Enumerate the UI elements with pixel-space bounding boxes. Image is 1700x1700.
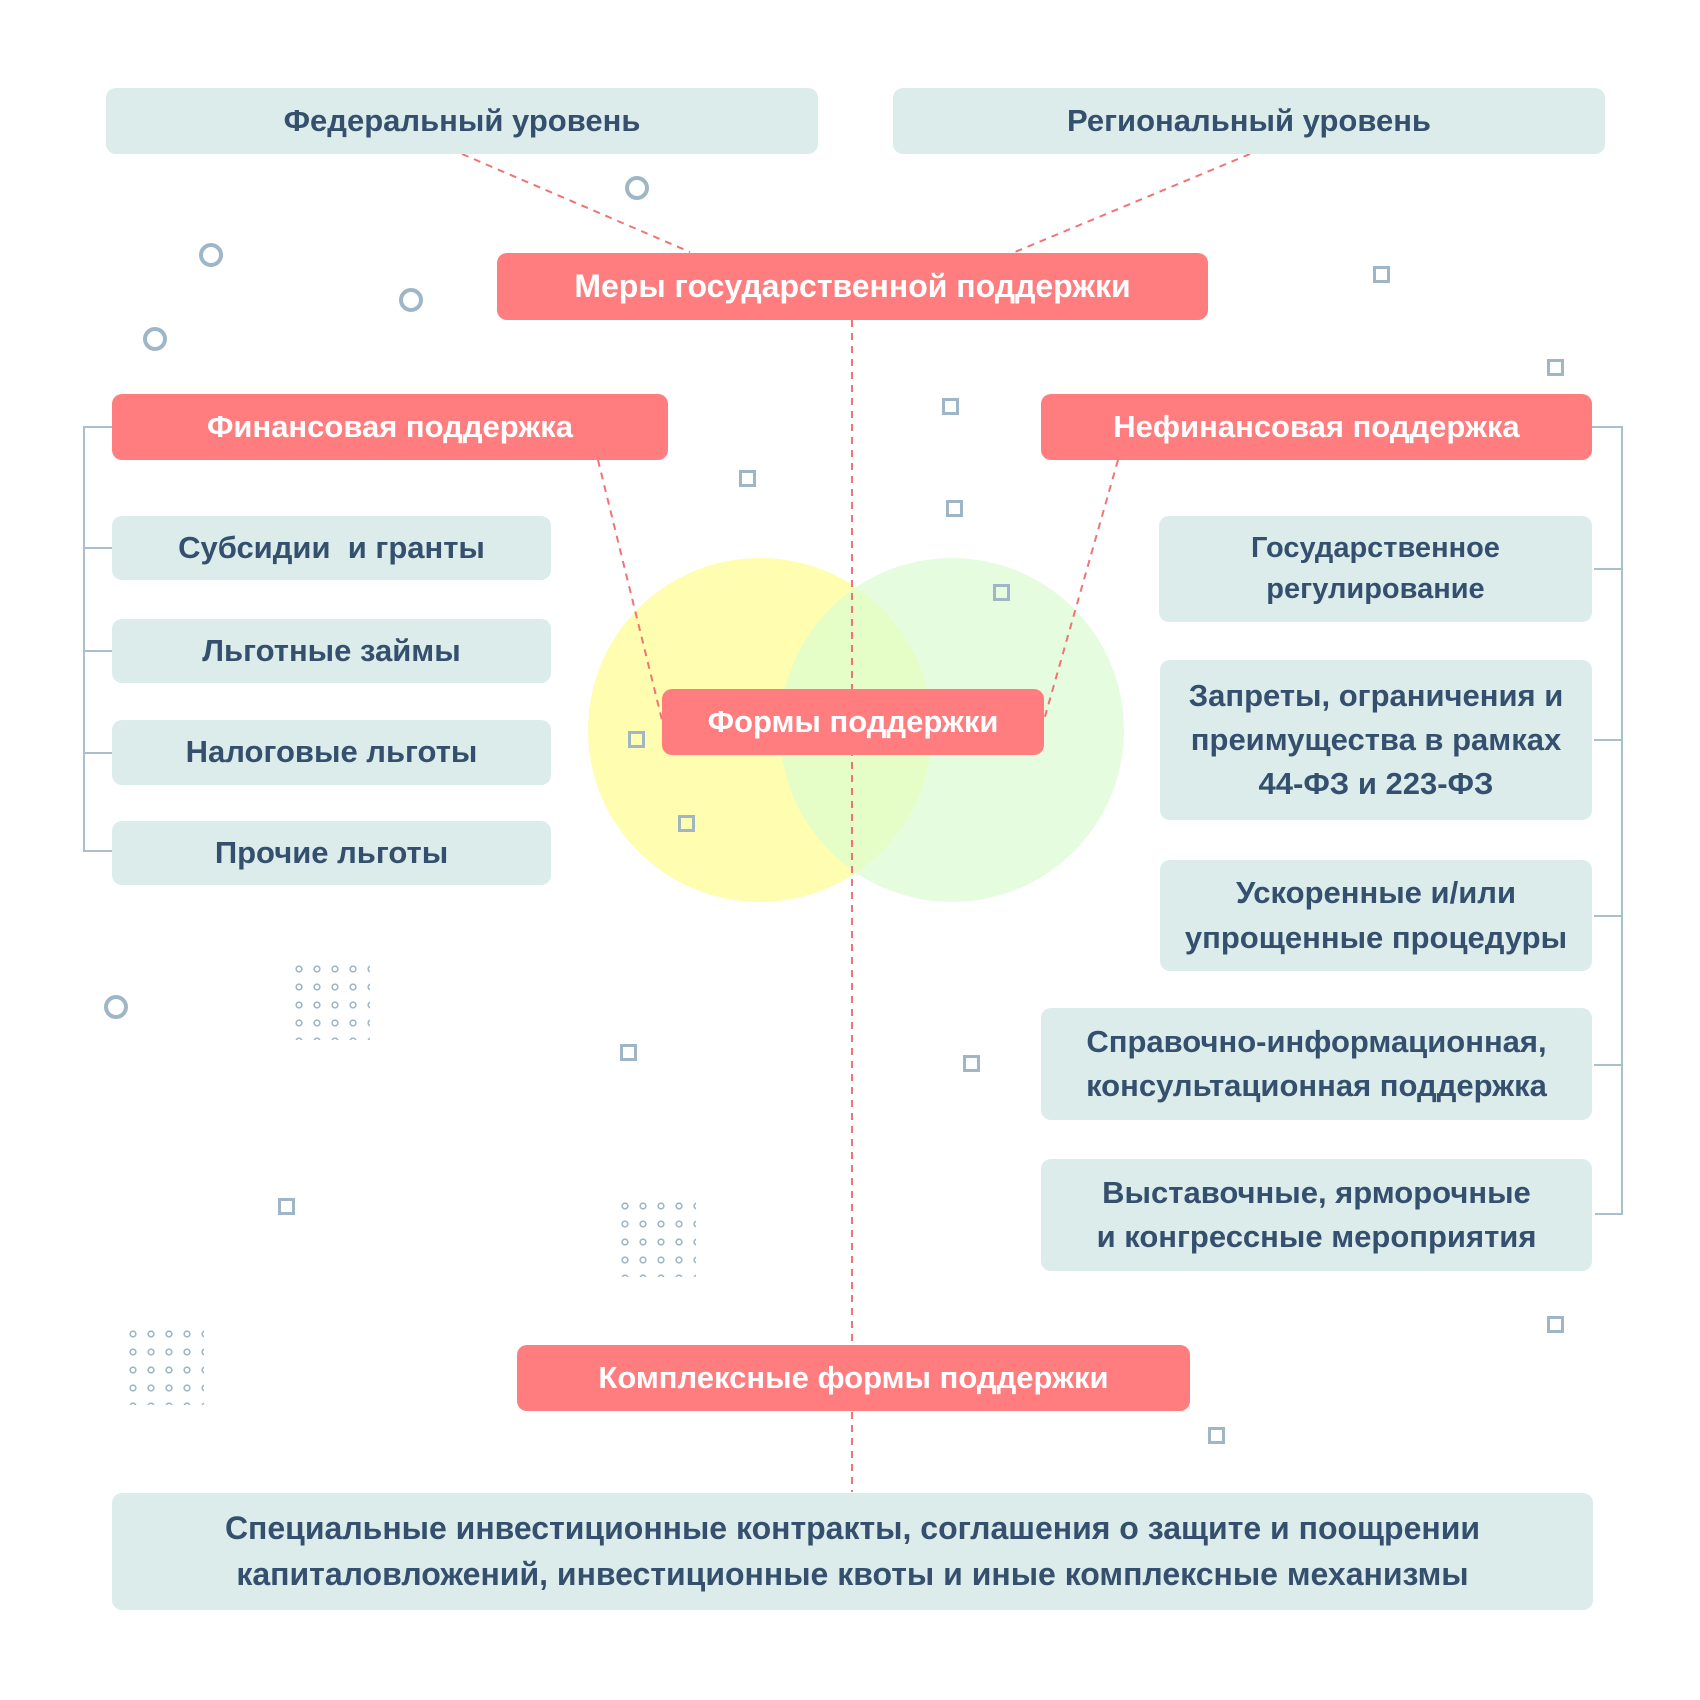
connector-federal-root [461, 153, 691, 253]
square-decoration [1547, 359, 1564, 376]
nonfinancial-item: Ускоренные и/или упрощенные процедуры [1160, 860, 1592, 971]
square-decoration [942, 398, 959, 415]
financial-item: Прочие льготы [112, 821, 551, 885]
financial-item: Налоговые льготы [112, 720, 551, 785]
ring-decoration [143, 327, 167, 351]
dot-grid-decoration [616, 1197, 696, 1277]
financial-support-header: Финансовая поддержка [112, 394, 668, 460]
square-decoration [739, 470, 756, 487]
square-decoration [993, 584, 1010, 601]
connector-nonfinancial-center [1043, 459, 1119, 721]
nonfinancial-support-header: Нефинансовая поддержка [1041, 394, 1592, 460]
complex-support-description: Специальные инвестиционные контракты, со… [112, 1493, 1593, 1610]
dot-grid-decoration [124, 1325, 204, 1405]
ring-decoration [199, 243, 223, 267]
nonfinancial-item: Справочно-информационная, консультационн… [1041, 1008, 1592, 1120]
support-forms-center-box: Формы поддержки [662, 689, 1044, 755]
square-decoration [678, 815, 695, 832]
nonfinancial-item: Запреты, ограничения и преимущества в ра… [1160, 660, 1592, 820]
square-decoration [1373, 266, 1390, 283]
square-decoration [1547, 1316, 1564, 1333]
regional-level-box: Региональный уровень [893, 88, 1605, 154]
connector-financial-center [597, 459, 663, 721]
bracket-nonfinancial [1592, 426, 1623, 1215]
federal-level-box: Федеральный уровень [106, 88, 818, 154]
complex-support-header: Комплексные формы поддержки [517, 1345, 1190, 1411]
financial-item: Льготные займы [112, 619, 551, 683]
nonfinancial-item: Выставочные, ярморочные и конгрессные ме… [1041, 1159, 1592, 1271]
square-decoration [628, 731, 645, 748]
square-decoration [946, 500, 963, 517]
bracket-financial [83, 426, 112, 852]
square-decoration [620, 1044, 637, 1061]
connector-regional-root [1014, 153, 1251, 253]
ring-decoration [625, 176, 649, 200]
financial-item: Субсидии и гранты [112, 516, 551, 580]
square-decoration [278, 1198, 295, 1215]
square-decoration [963, 1055, 980, 1072]
ring-decoration [104, 995, 128, 1019]
ring-decoration [399, 288, 423, 312]
square-decoration [1208, 1427, 1225, 1444]
nonfinancial-item: Государственное регулирование [1159, 516, 1592, 622]
state-support-measures-box: Меры государственной поддержки [497, 253, 1208, 320]
dot-grid-decoration [290, 960, 370, 1040]
